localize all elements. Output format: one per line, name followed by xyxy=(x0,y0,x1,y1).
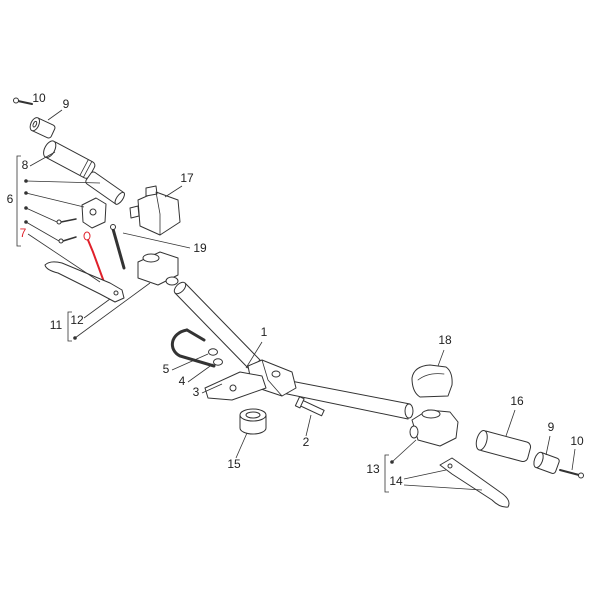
callout-label: 1 xyxy=(261,325,268,339)
callout-label: 8 xyxy=(22,158,29,172)
right-grip xyxy=(475,430,532,463)
screw-lower xyxy=(58,236,77,244)
pin-rod xyxy=(110,224,126,270)
callout-label: 16 xyxy=(510,394,524,408)
right-bar-end-screw xyxy=(559,469,584,479)
nut-4 xyxy=(213,358,223,366)
nut-5 xyxy=(208,348,218,356)
left-bar-end-weight xyxy=(29,117,56,139)
left-master-cylinder xyxy=(137,251,179,286)
callout-label: 19 xyxy=(193,241,207,255)
right-lever xyxy=(439,457,510,508)
mounting-bracket xyxy=(204,371,267,401)
switch-housing xyxy=(129,185,181,236)
cover xyxy=(411,364,453,398)
callout-label: 12 xyxy=(70,313,84,327)
callout-label: 10 xyxy=(32,91,46,105)
bushing xyxy=(239,408,267,435)
callout-label: 9 xyxy=(63,97,70,111)
callout-label: 5 xyxy=(163,362,170,376)
left-bar-end-screw xyxy=(13,97,33,105)
callout-label: 18 xyxy=(438,333,452,347)
left-grip xyxy=(43,140,96,179)
callout-label: 3 xyxy=(193,385,200,399)
callout-label: 2 xyxy=(303,435,310,449)
callout-label: 9 xyxy=(548,420,555,434)
bolt xyxy=(294,396,325,417)
callout-label-highlighted: 7 xyxy=(20,226,27,240)
callout-label: 15 xyxy=(227,457,241,471)
callout-label: 11 xyxy=(50,318,63,332)
right-bar-end-weight xyxy=(533,451,560,474)
callout-label: 14 xyxy=(389,474,403,488)
callout-label: 17 xyxy=(180,171,194,185)
right-master-cylinder xyxy=(409,409,459,447)
callout-label: 6 xyxy=(7,192,14,206)
screw-upper xyxy=(56,218,77,225)
throttle-tube xyxy=(85,171,125,205)
leader-lines xyxy=(25,109,576,491)
small-housing xyxy=(81,197,107,229)
left-lever xyxy=(44,261,125,303)
callout-label: 4 xyxy=(179,374,186,388)
callout-label: 10 xyxy=(570,434,584,448)
callout-label: 13 xyxy=(366,462,380,476)
u-rod xyxy=(170,328,216,368)
